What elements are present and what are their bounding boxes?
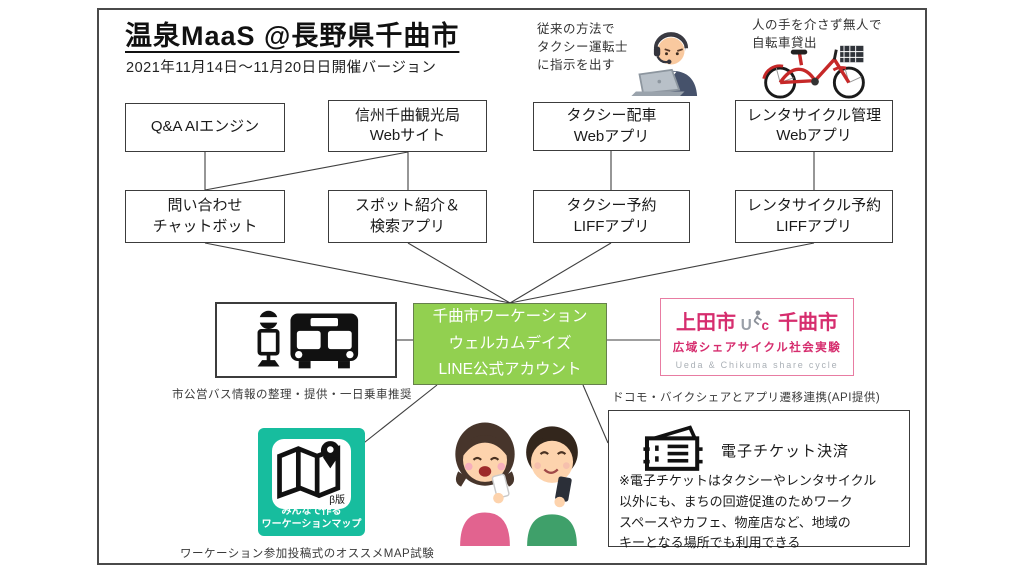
svg-text:U: U [741,317,752,333]
share-cycle-city-left: 上田市 [676,312,736,334]
share-cycle-box: 上田市 U c 千曲市 広域シェアサイクル社会実験 Ueda & Chikuma… [660,298,854,376]
page-subtitle: 2021年11月14日～11月20日日開催バージョン [126,60,437,76]
map-app-label: みんなで作る ワーケーションマップ [261,506,362,530]
workation-map-app-icon: β版 みんなで作る ワーケーションマップ [258,428,365,536]
note-taxi-operator: 従来の方法で タクシー運転士 に指示を出す [537,22,629,73]
ticket-icon [643,425,703,471]
page-title: 温泉MaaS @長野県千曲市 [125,21,460,51]
eticket-title: 電子チケット決済 [721,443,850,460]
line-official-account-box: 千曲市ワーケーション ウェルカムデイズ LINE公式アカウント [413,303,607,385]
people-with-phones-illustration [455,422,578,546]
share-cycle-english: Ueda & Chikuma share cycle [675,360,839,370]
eticket-box: 電子チケット決済 ※電子チケットはタクシーやレンタサイクル 以外にも、まちの回遊… [608,410,910,550]
cyclist-logo-icon: U c [741,310,770,333]
map-caption: ワーケーション参加投稿式のオススメMAP試験 [180,548,435,560]
svg-text:c: c [762,318,770,333]
share-cycle-city-right: 千曲市 [778,312,838,334]
bicycle-illustration [762,45,865,99]
map-icon: β版 [272,439,351,509]
box-taxi-reserve-liff: タクシー予約 LIFFアプリ [533,190,690,243]
box-cycle-reserve-liff: レンタサイクル予約 LIFFアプリ [735,190,893,243]
bus-caption: 市公営バス情報の整理・提供・一日乗車推奨 [172,389,412,401]
note-bicycle-rental: 人の手を介さず無人で 自転車貸出 [752,18,883,51]
eticket-note: ※電子チケットはタクシーやレンタサイクル 以外にも、まちの回遊促進のためワーク … [619,473,877,551]
box-inquiry-chatbot: 問い合わせ チャットボット [125,190,285,243]
share-cycle-caption: ドコモ・バイクシェアとアプリ遷移連携(API提供) [612,392,881,404]
share-cycle-subtitle: 広域シェアサイクル社会実験 [672,342,842,354]
taxi-operator-illustration [631,32,698,96]
box-qa-ai-engine: Q&A AIエンジン [125,103,285,152]
box-taxi-dispatch-webapp: タクシー配車 Webアプリ [533,102,690,151]
box-tourism-web-site: 信州千曲観光局 Webサイト [328,100,487,152]
diagram-frame [97,8,927,565]
box-spot-search-app: スポット紹介＆ 検索アプリ [328,190,487,243]
bus-stop-icon [257,310,359,369]
map-beta-label: β版 [329,495,345,506]
box-cycle-admin-webapp: レンタサイクル管理 Webアプリ [735,100,893,152]
bus-info-box [215,302,397,378]
